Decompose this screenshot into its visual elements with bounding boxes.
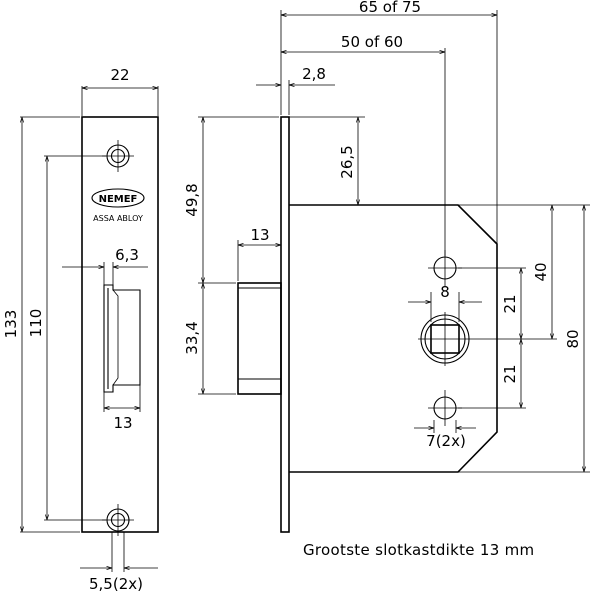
dim-latch-projection: 13: [250, 226, 269, 244]
dim-latch-height: 33,4: [183, 321, 201, 354]
latch-bolt: [237, 282, 282, 395]
faceplate-outline: [81, 116, 159, 533]
dim-fixing-holes: 7(2x): [426, 432, 466, 450]
dim-top-to-case: 26,5: [338, 145, 356, 178]
faceplate-view: NEMEF ASSA ABLOY 22 133 110 6,3: [2, 66, 159, 593]
dim-top-to-latch: 49,8: [183, 183, 201, 216]
dim-spindle-square: 8: [440, 283, 450, 301]
side-faceplate: [280, 116, 290, 533]
faceplate-latch-slot: [103, 284, 141, 393]
dim-to-spindle: 40: [532, 262, 550, 281]
lock-side-view: 65 of 75 50 of 60 2,8 26,5 49,8 33,4 13: [183, 0, 590, 559]
dim-backset-total: 65 of 75: [359, 0, 421, 16]
dim-latch-width: 13: [113, 414, 132, 432]
dim-lower-offset: 21: [501, 364, 519, 383]
logo-brand-text: NEMEF: [99, 194, 138, 205]
dim-faceplate-width: 22: [110, 66, 129, 84]
nemef-logo: NEMEF ASSA ABLOY: [91, 188, 145, 223]
dim-faceplate-height: 133: [2, 310, 20, 339]
dim-backset: 50 of 60: [341, 33, 403, 51]
dim-upper-offset: 21: [501, 294, 519, 313]
dim-slot-width: 6,3: [115, 246, 139, 264]
case-thickness-note: Grootste slotkastdikte 13 mm: [303, 541, 534, 559]
logo-group-text: ASSA ABLOY: [93, 214, 143, 223]
dim-hole-spacing: 110: [27, 309, 45, 338]
dim-case-height: 80: [564, 329, 582, 348]
dim-plate-thickness: 2,8: [302, 65, 326, 83]
lock-case-outline: [289, 204, 498, 473]
dim-hole-diameter: 5,5(2x): [89, 575, 143, 593]
